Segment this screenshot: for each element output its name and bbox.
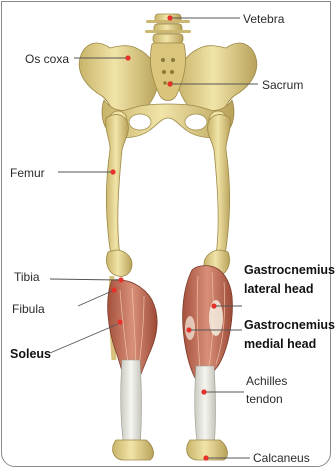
label-achilles-line1: Achilles (246, 374, 287, 388)
marker-femur (110, 169, 115, 174)
femurs (106, 115, 231, 277)
right-achilles (195, 366, 216, 448)
label-gastrocnemius-medial-line2: medial head (244, 337, 316, 351)
label-vetebra: Vetebra (243, 12, 285, 26)
marker-sacrum (167, 81, 172, 86)
label-calcaneus: Calcaneus (253, 451, 310, 465)
label-gastrocnemius-lateral-line1: Gastrocnemius (244, 263, 335, 277)
label-femur: Femur (10, 166, 45, 180)
label-achilles-line2: tendon (246, 392, 283, 406)
right-obturator (185, 114, 207, 130)
label-gastrocnemius-medial-line1: Gastrocnemius (244, 318, 335, 332)
left-heel (113, 440, 154, 460)
label-sacrum: Sacrum (262, 78, 303, 92)
marker-soleus (117, 319, 122, 324)
marker-calcaneus (203, 455, 208, 460)
left-achilles (121, 360, 142, 448)
label-fibula: Fibula (12, 302, 45, 316)
label-os-coxa: Os coxa (25, 52, 69, 66)
marker-gastro-medial (186, 327, 191, 332)
right-femur (208, 115, 231, 264)
marker-gastro-lateral (211, 303, 216, 308)
right-lower-leg (183, 266, 233, 460)
marker-os-coxa (125, 55, 130, 60)
left-femur (106, 115, 129, 264)
left-obturator (129, 114, 151, 130)
marker-fibula (111, 287, 116, 292)
marker-vetebra (167, 15, 172, 20)
label-tibia: Tibia (14, 270, 40, 284)
marker-tibia (118, 277, 123, 282)
label-gastrocnemius-lateral-line2: lateral head (244, 282, 313, 296)
label-soleus: Soleus (10, 347, 51, 361)
marker-achilles (201, 389, 206, 394)
left-lower-leg (108, 276, 157, 460)
